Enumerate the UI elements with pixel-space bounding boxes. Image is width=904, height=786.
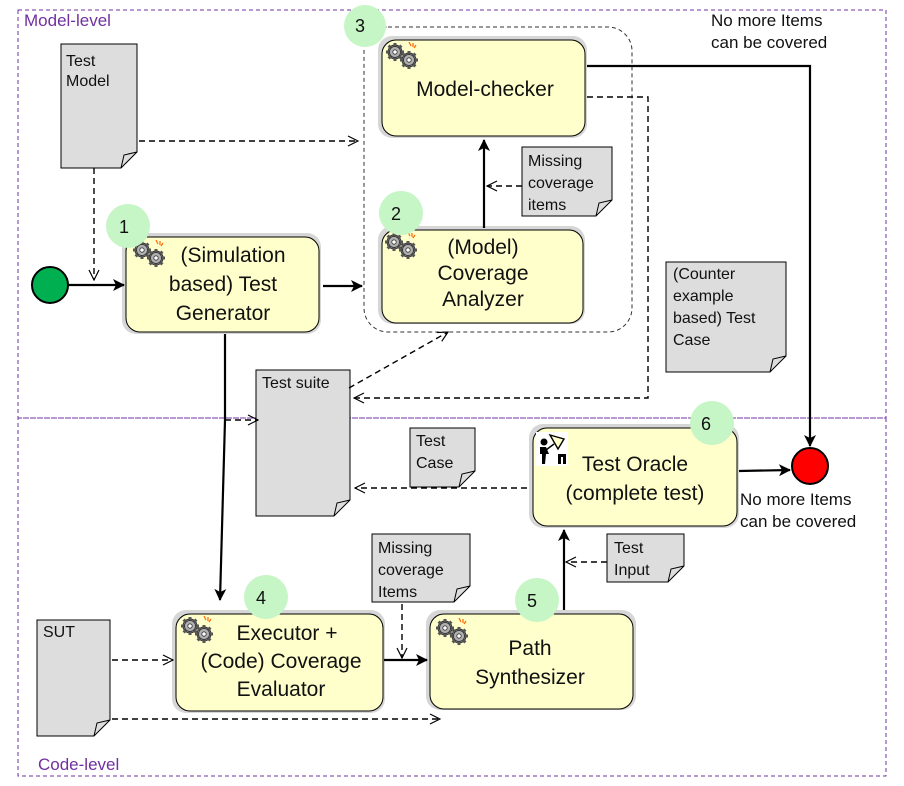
start-node <box>31 266 69 304</box>
gears-icon <box>131 239 167 269</box>
step-badge-1: 1 <box>106 204 150 248</box>
gears-icon <box>179 615 215 645</box>
step-badge-5: 5 <box>515 578 559 622</box>
code-level-label: Code-level <box>38 755 119 774</box>
test-suite-label: Test suite <box>262 375 330 392</box>
svg-text:6: 6 <box>701 414 711 434</box>
svg-text:1: 1 <box>119 217 129 237</box>
svg-text:4: 4 <box>256 588 266 608</box>
svg-text:3: 3 <box>355 16 365 36</box>
step-badge-2: 2 <box>379 191 423 235</box>
gears-icon <box>434 617 470 647</box>
model-checker-box: Model-checker <box>378 36 587 138</box>
gears-icon <box>384 41 420 71</box>
oracle-figure-icon <box>536 432 568 466</box>
test-oracle-box: Test Oracle(complete test) <box>529 424 739 528</box>
code-level-frame <box>17 417 887 777</box>
svg-text:5: 5 <box>527 591 537 611</box>
end-node <box>791 447 829 485</box>
dashed-connectors <box>94 96 649 719</box>
sut-label: SUT <box>43 624 75 641</box>
analysis-group <box>363 26 633 333</box>
step-badge-4: 4 <box>244 575 288 619</box>
step-badge-3: 3 <box>344 5 386 47</box>
test-suite-doc: Test suite <box>255 369 351 517</box>
model-level-label: Model-level <box>24 11 111 30</box>
step-badge-6: 6 <box>690 401 734 445</box>
svg-text:2: 2 <box>391 204 401 224</box>
test-oracle-label: Test Oracle(complete test) <box>566 453 705 505</box>
model-checker-label: Model-checker <box>416 78 554 101</box>
sut-doc: SUT <box>36 619 111 737</box>
